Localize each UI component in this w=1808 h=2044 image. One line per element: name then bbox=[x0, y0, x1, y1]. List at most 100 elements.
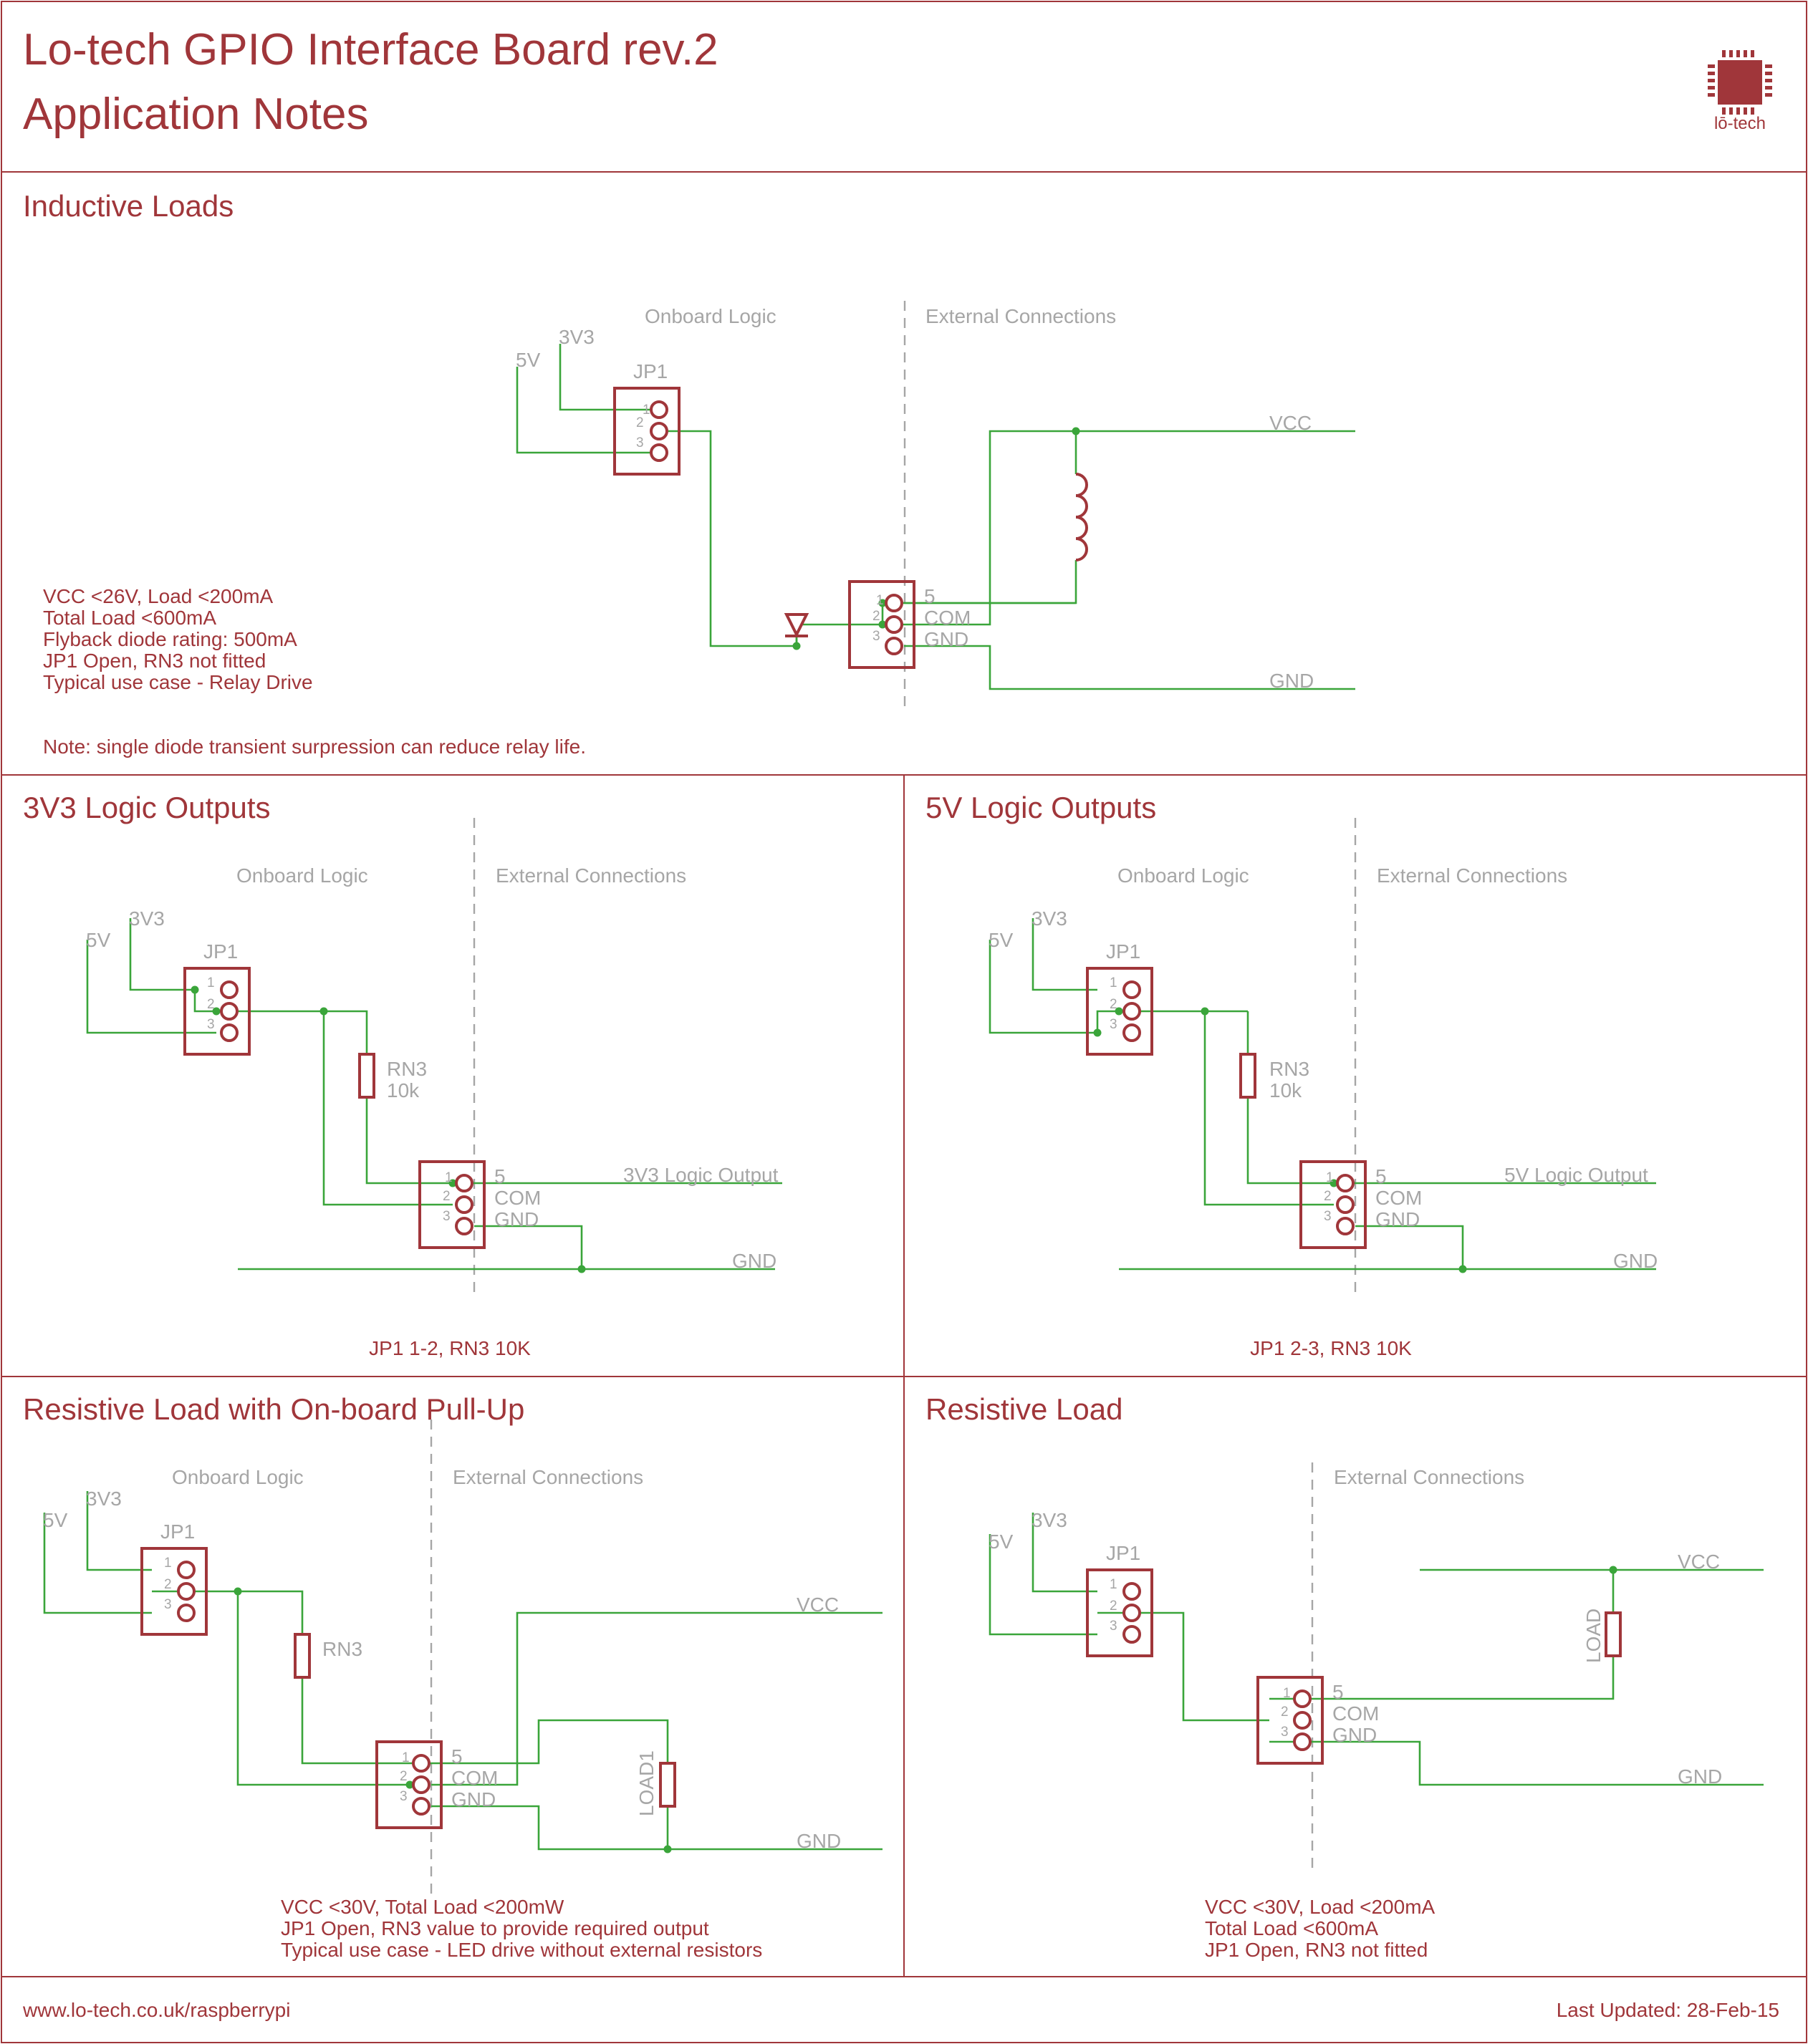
svg-text:Onboard Logic: Onboard Logic bbox=[172, 1466, 304, 1488]
svg-text:2: 2 bbox=[872, 609, 880, 624]
svg-text:3: 3 bbox=[872, 629, 880, 644]
svg-text:Typical use case - Relay Drive: Typical use case - Relay Drive bbox=[43, 671, 313, 693]
svg-text:GND: GND bbox=[924, 628, 968, 650]
svg-text:2: 2 bbox=[207, 997, 215, 1012]
svg-text:JP1: JP1 bbox=[160, 1520, 195, 1543]
svg-text:JP1 Open, RN3 value to provide: JP1 Open, RN3 value to provide required … bbox=[281, 1917, 709, 1939]
svg-text:3: 3 bbox=[443, 1209, 451, 1224]
svg-text:5: 5 bbox=[494, 1165, 506, 1187]
svg-text:External Connections: External Connections bbox=[453, 1466, 643, 1488]
section-5v-logic: 5V Logic Outputs Onboard Logic External … bbox=[925, 791, 1658, 1359]
svg-text:1: 1 bbox=[876, 593, 884, 608]
svg-text:3: 3 bbox=[207, 1017, 215, 1032]
svg-text:3: 3 bbox=[1110, 1619, 1117, 1634]
svg-text:10k: 10k bbox=[1269, 1079, 1302, 1101]
output-connector: 1 2 3 5 COM GND bbox=[375, 1740, 498, 1829]
jp1-jumper: 1 2 3 JP1 bbox=[613, 360, 681, 476]
output-connector: 1 2 3 5 COM GND bbox=[848, 580, 971, 669]
net-gnd: GND bbox=[1269, 670, 1314, 692]
inductive-notes: VCC <26V, Load <200mA Total Load <600mA … bbox=[43, 585, 586, 758]
svg-text:LOAD1: LOAD1 bbox=[635, 1750, 658, 1816]
svg-text:GND: GND bbox=[797, 1830, 841, 1852]
svg-text:RN3: RN3 bbox=[1269, 1058, 1309, 1080]
svg-text:3V3: 3V3 bbox=[129, 907, 165, 930]
net-vcc: VCC bbox=[1269, 412, 1312, 434]
svg-text:VCC <26V, Load <200mA: VCC <26V, Load <200mA bbox=[43, 585, 274, 607]
load-resistor bbox=[1605, 1611, 1622, 1657]
load1-resistor bbox=[659, 1762, 676, 1808]
caption-3v3: JP1 1-2, RN3 10K bbox=[369, 1337, 531, 1359]
svg-text:JP1 Open, RN3 not fitted: JP1 Open, RN3 not fitted bbox=[1205, 1939, 1428, 1961]
svg-text:2: 2 bbox=[400, 1769, 408, 1784]
svg-text:2: 2 bbox=[1110, 997, 1117, 1012]
svg-text:GND: GND bbox=[451, 1788, 496, 1811]
svg-text:2: 2 bbox=[164, 1577, 172, 1592]
svg-text:GND: GND bbox=[732, 1250, 776, 1272]
svg-text:Onboard Logic: Onboard Logic bbox=[236, 864, 368, 887]
flyback-diode bbox=[784, 613, 809, 638]
svg-text:GND: GND bbox=[1332, 1724, 1377, 1746]
svg-text:3: 3 bbox=[636, 435, 644, 450]
svg-text:Total Load <600mA: Total Load <600mA bbox=[1205, 1917, 1378, 1939]
inductor-coil bbox=[1075, 473, 1088, 561]
svg-text:1: 1 bbox=[643, 402, 650, 418]
jp1-jumper: 1 2 3 JP1 bbox=[1086, 1542, 1153, 1657]
svg-text:3: 3 bbox=[1281, 1725, 1289, 1740]
svg-text:JP1: JP1 bbox=[203, 940, 238, 963]
section-resistive-load: Resistive Load External Connections LOAD… bbox=[925, 1392, 1764, 1961]
rn3-resistor bbox=[358, 1053, 375, 1099]
svg-text:1: 1 bbox=[445, 1170, 453, 1185]
svg-text:GND: GND bbox=[1613, 1250, 1658, 1272]
svg-text:RN3: RN3 bbox=[322, 1638, 362, 1660]
svg-text:5: 5 bbox=[1375, 1165, 1387, 1187]
svg-text:1: 1 bbox=[402, 1750, 410, 1765]
resistive-notes: VCC <30V, Load <200mA Total Load <600mA … bbox=[1205, 1896, 1436, 1961]
jp1-jumper: 1 2 3 JP1 bbox=[140, 1520, 208, 1636]
label-external-connections: External Connections bbox=[925, 305, 1116, 327]
svg-text:External Connections: External Connections bbox=[1334, 1466, 1524, 1488]
output-connector: 1 2 3 5 COM GND bbox=[1299, 1160, 1422, 1249]
svg-text:3V3: 3V3 bbox=[86, 1488, 122, 1510]
svg-text:COM: COM bbox=[494, 1187, 541, 1209]
svg-text:GND: GND bbox=[1375, 1208, 1420, 1230]
section-title-resistive: Resistive Load bbox=[925, 1392, 1122, 1426]
section-title-pullup: Resistive Load with On-board Pull-Up bbox=[23, 1392, 524, 1426]
svg-text:3: 3 bbox=[1110, 1017, 1117, 1032]
svg-text:COM: COM bbox=[924, 607, 971, 629]
svg-text:3V3: 3V3 bbox=[1032, 907, 1067, 930]
svg-text:2: 2 bbox=[1324, 1189, 1332, 1204]
jp1-jumper: 1 2 3 JP1 bbox=[1086, 940, 1153, 1056]
jp1-jumper: 1 2 3 JP1 bbox=[183, 940, 251, 1056]
section-3v3-logic: 3V3 Logic Outputs Onboard Logic External… bbox=[23, 791, 782, 1359]
svg-text:3: 3 bbox=[400, 1789, 408, 1804]
svg-text:Flyback diode rating: 500mA: Flyback diode rating: 500mA bbox=[43, 628, 297, 650]
svg-text:RN3: RN3 bbox=[387, 1058, 427, 1080]
svg-text:5V: 5V bbox=[43, 1509, 68, 1531]
svg-text:1: 1 bbox=[164, 1556, 172, 1571]
svg-text:1: 1 bbox=[1283, 1686, 1291, 1701]
svg-text:5: 5 bbox=[451, 1745, 463, 1768]
svg-text:Note: single diode transient s: Note: single diode transient surpression… bbox=[43, 736, 586, 758]
svg-text:VCC <30V, Total Load <200mW: VCC <30V, Total Load <200mW bbox=[281, 1896, 564, 1918]
svg-text:2: 2 bbox=[1281, 1705, 1289, 1720]
svg-text:3V3: 3V3 bbox=[1032, 1509, 1067, 1531]
rn3-resistor bbox=[294, 1633, 311, 1679]
svg-text:Onboard Logic: Onboard Logic bbox=[1117, 864, 1249, 887]
section-inductive-loads: Inductive Loads Onboard Logic External C… bbox=[23, 189, 1355, 758]
rn3-resistor bbox=[1239, 1053, 1256, 1099]
section-resistive-pullup: Resistive Load with On-board Pull-Up Onb… bbox=[23, 1392, 883, 1961]
svg-text:COM: COM bbox=[451, 1767, 498, 1789]
svg-text:VCC <30V, Load <200mA: VCC <30V, Load <200mA bbox=[1205, 1896, 1436, 1918]
svg-text:COM: COM bbox=[1375, 1187, 1422, 1209]
output-connector: 1 2 3 5 COM GND bbox=[418, 1160, 541, 1249]
svg-text:5V: 5V bbox=[989, 929, 1014, 951]
net-5v-logic-output: 5V Logic Output bbox=[1504, 1164, 1648, 1186]
svg-text:1: 1 bbox=[1110, 1577, 1117, 1592]
footer-url-link[interactable]: www.lo-tech.co.uk/raspberrypi bbox=[22, 1999, 290, 2021]
jp1-label: JP1 bbox=[633, 360, 668, 382]
chip-icon bbox=[1708, 50, 1772, 115]
svg-text:5: 5 bbox=[924, 585, 936, 607]
svg-text:5V: 5V bbox=[86, 929, 111, 951]
svg-text:LOAD: LOAD bbox=[1582, 1609, 1605, 1663]
